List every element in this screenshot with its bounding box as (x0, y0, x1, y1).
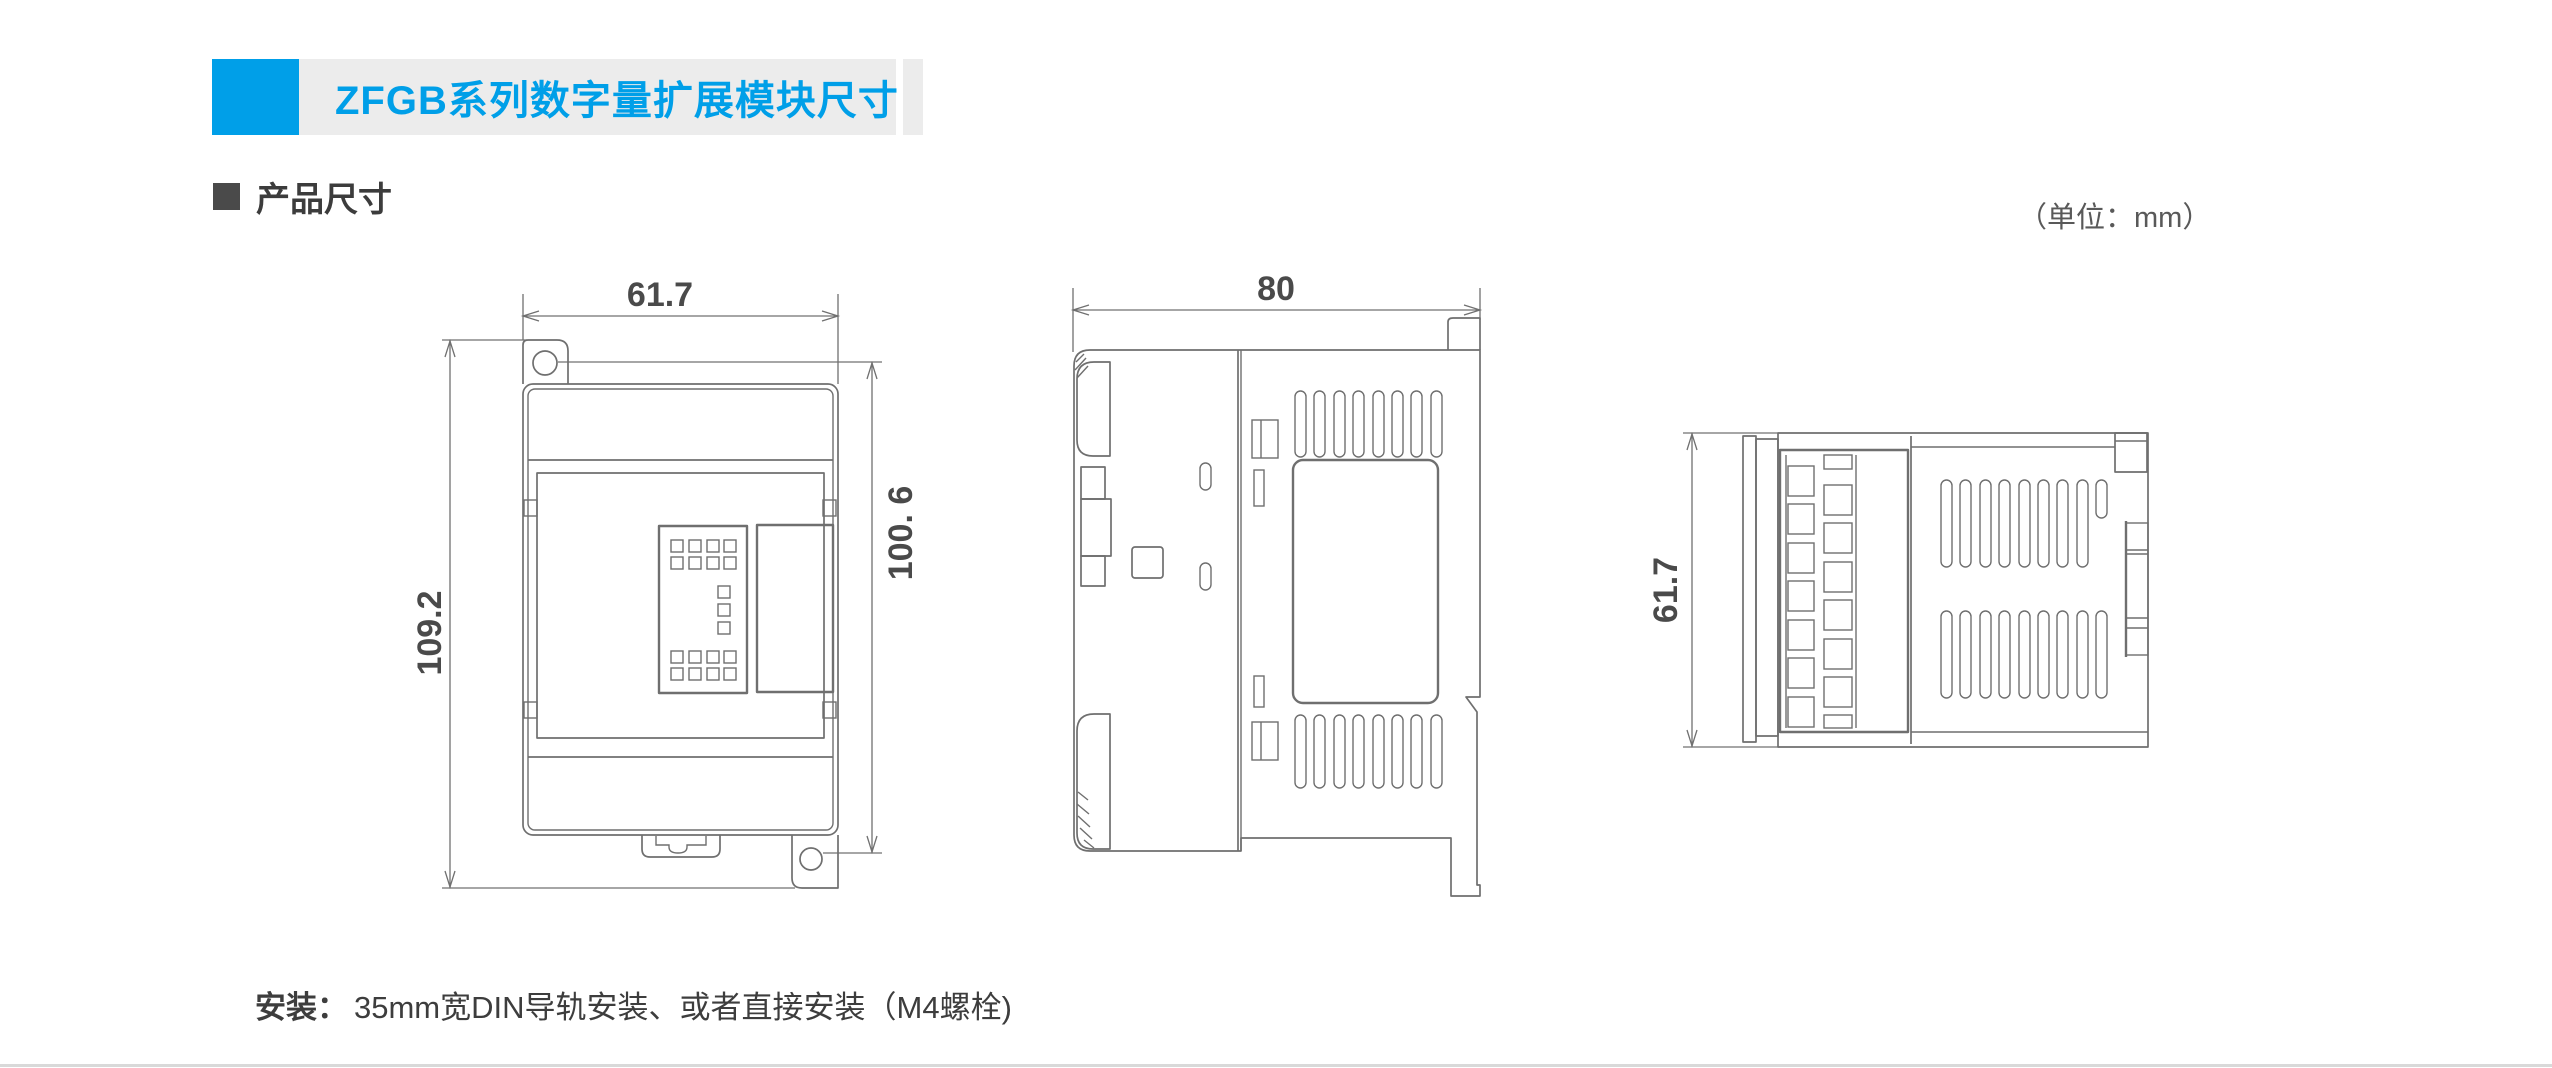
title-bar: ZFGB系列数字量扩展模块尺寸 (299, 59, 899, 135)
rear-tab (2114, 432, 2148, 473)
mounting-tab (522, 339, 569, 384)
side-dim-depth-label: 80 (1257, 270, 1295, 308)
mounting-hole (532, 350, 558, 376)
top-dim-width-label: 61.7 (1647, 557, 1685, 623)
section-bullet-icon (213, 183, 240, 210)
front-dim-height-overall: 109.2 (411, 338, 795, 890)
din-clip (641, 835, 721, 858)
nameplate (1291, 458, 1440, 705)
mounting-tab (791, 835, 839, 889)
label-window (755, 523, 835, 694)
terminal-cover (1076, 361, 1111, 457)
front-module-body (522, 339, 839, 889)
terminal-teeth (1785, 454, 1857, 729)
vent-slots-top (1294, 390, 1443, 458)
front-dim-height-holes-label: 100. 6 (882, 486, 920, 581)
install-note: 安装：35mm宽DIN导轨安装、或者直接安装（M4螺栓) (255, 982, 1012, 1027)
side-dim-depth: 80 (1070, 270, 1483, 352)
cover-plate (1742, 435, 1757, 743)
mounting-hole (799, 847, 823, 871)
cover-plate (1755, 438, 1779, 737)
arrow-up-icon (444, 338, 456, 358)
din-clip-notch (655, 836, 707, 854)
top-dim-width: 61.7 (1647, 431, 1780, 749)
front-dim-width: 61.7 (520, 276, 841, 384)
page-title: ZFGB系列数字量扩展模块尺寸 (335, 79, 899, 123)
vent-slots-bottom (1940, 610, 2108, 699)
vent-slots-bottom (1294, 714, 1443, 789)
side-view-drawing: 80 (1070, 270, 1483, 897)
arrow-down-icon (1686, 729, 1698, 749)
din-clip (2124, 521, 2149, 657)
front-dim-width-label: 61.7 (627, 276, 693, 314)
led-panel (657, 524, 749, 695)
arrow-down-icon (866, 835, 878, 855)
top-module-body (1742, 432, 2149, 748)
install-note-text: 35mm宽DIN导轨安装、或者直接安装（M4螺栓) (354, 990, 1012, 1025)
install-note-label: 安装： (255, 990, 348, 1025)
bottom-divider (0, 1064, 2552, 1067)
section-heading: 产品尺寸 (213, 172, 392, 221)
front-view-drawing: 61.7 109.2 100. 6 (411, 276, 920, 890)
latch-details (1251, 419, 1279, 761)
arrow-up-icon (1686, 431, 1698, 451)
section-heading-text: 产品尺寸 (256, 181, 392, 219)
expansion-connector (1080, 466, 1164, 587)
led-indicator-squares (670, 539, 737, 681)
vent-slots-top (1940, 479, 2108, 568)
unit-note: （单位：mm） (2018, 202, 2212, 234)
terminal-cover (1076, 713, 1111, 850)
title-accent-square (212, 59, 299, 135)
front-panel (536, 472, 825, 739)
arrow-down-icon (444, 870, 456, 890)
front-dim-height-overall-label: 109.2 (411, 590, 449, 675)
rear-tab (1447, 317, 1481, 350)
front-dim-height-holes: 100. 6 (558, 360, 920, 855)
arrow-up-icon (866, 360, 878, 380)
side-module-body (1073, 317, 1481, 897)
title-bar-sliver (903, 59, 923, 135)
top-view-drawing: 61.7 (1647, 431, 2149, 749)
terminal-block (1778, 448, 1910, 734)
